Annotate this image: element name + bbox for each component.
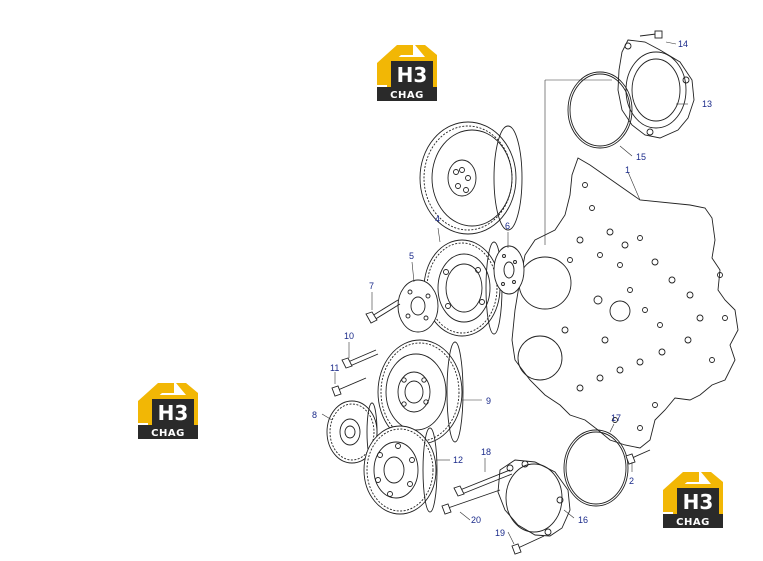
timing-plate <box>511 157 739 449</box>
brand-logo-top: H3 CHAG <box>377 45 437 101</box>
part-label-4: 4 <box>435 214 440 224</box>
part-label-5: 5 <box>409 251 414 261</box>
part-label-19: 19 <box>495 528 505 538</box>
part-label-15: 15 <box>636 152 646 162</box>
part-label-2: 2 <box>629 476 634 486</box>
bolt-10 <box>341 349 379 369</box>
gear-large-top <box>419 121 523 235</box>
o-ring-large <box>567 71 633 149</box>
hub-plate <box>397 279 439 333</box>
cover-bolt <box>639 30 663 39</box>
part-label-7: 7 <box>369 281 374 291</box>
logo-big-text: H3 <box>683 490 714 514</box>
logo-small-text: CHAG <box>676 517 710 528</box>
bolt-7 <box>365 299 401 324</box>
leader-lines <box>321 41 688 545</box>
bolt-20 <box>441 489 501 515</box>
brand-logo-right: H3 CHAG <box>663 472 723 528</box>
part-label-9: 9 <box>486 396 491 406</box>
bolt-19 <box>511 535 545 555</box>
small-cover <box>497 459 571 537</box>
part-label-10: 10 <box>344 331 354 341</box>
bolt-18 <box>453 469 513 497</box>
part-label-18: 18 <box>481 447 491 457</box>
gear-pump-drive <box>363 425 438 515</box>
o-ring-small <box>563 429 629 507</box>
gear-idler <box>423 239 503 337</box>
part-label-6: 6 <box>505 221 510 231</box>
part-label-1: 1 <box>625 165 630 175</box>
gasket <box>493 245 525 295</box>
part-label-12: 12 <box>453 455 463 465</box>
part-label-14: 14 <box>678 39 688 49</box>
part-label-17: 17 <box>611 413 621 423</box>
bolt-11 <box>331 377 367 397</box>
part-label-16: 16 <box>578 515 588 525</box>
bolt-2 <box>625 449 651 465</box>
brand-logo-left: H3 CHAG <box>138 383 198 439</box>
logo-small-text: CHAG <box>151 428 185 439</box>
part-label-11: 11 <box>330 363 339 373</box>
logo-small-text: CHAG <box>390 90 424 101</box>
part-label-13: 13 <box>702 99 712 109</box>
o-ring-small-inner <box>565 431 627 505</box>
logo-big-text: H3 <box>397 63 428 87</box>
o-ring-large-inner <box>569 73 631 147</box>
part-label-20: 20 <box>471 515 481 525</box>
round-cover <box>617 39 695 139</box>
part-label-8: 8 <box>312 410 317 420</box>
logo-big-text: H3 <box>158 401 189 425</box>
